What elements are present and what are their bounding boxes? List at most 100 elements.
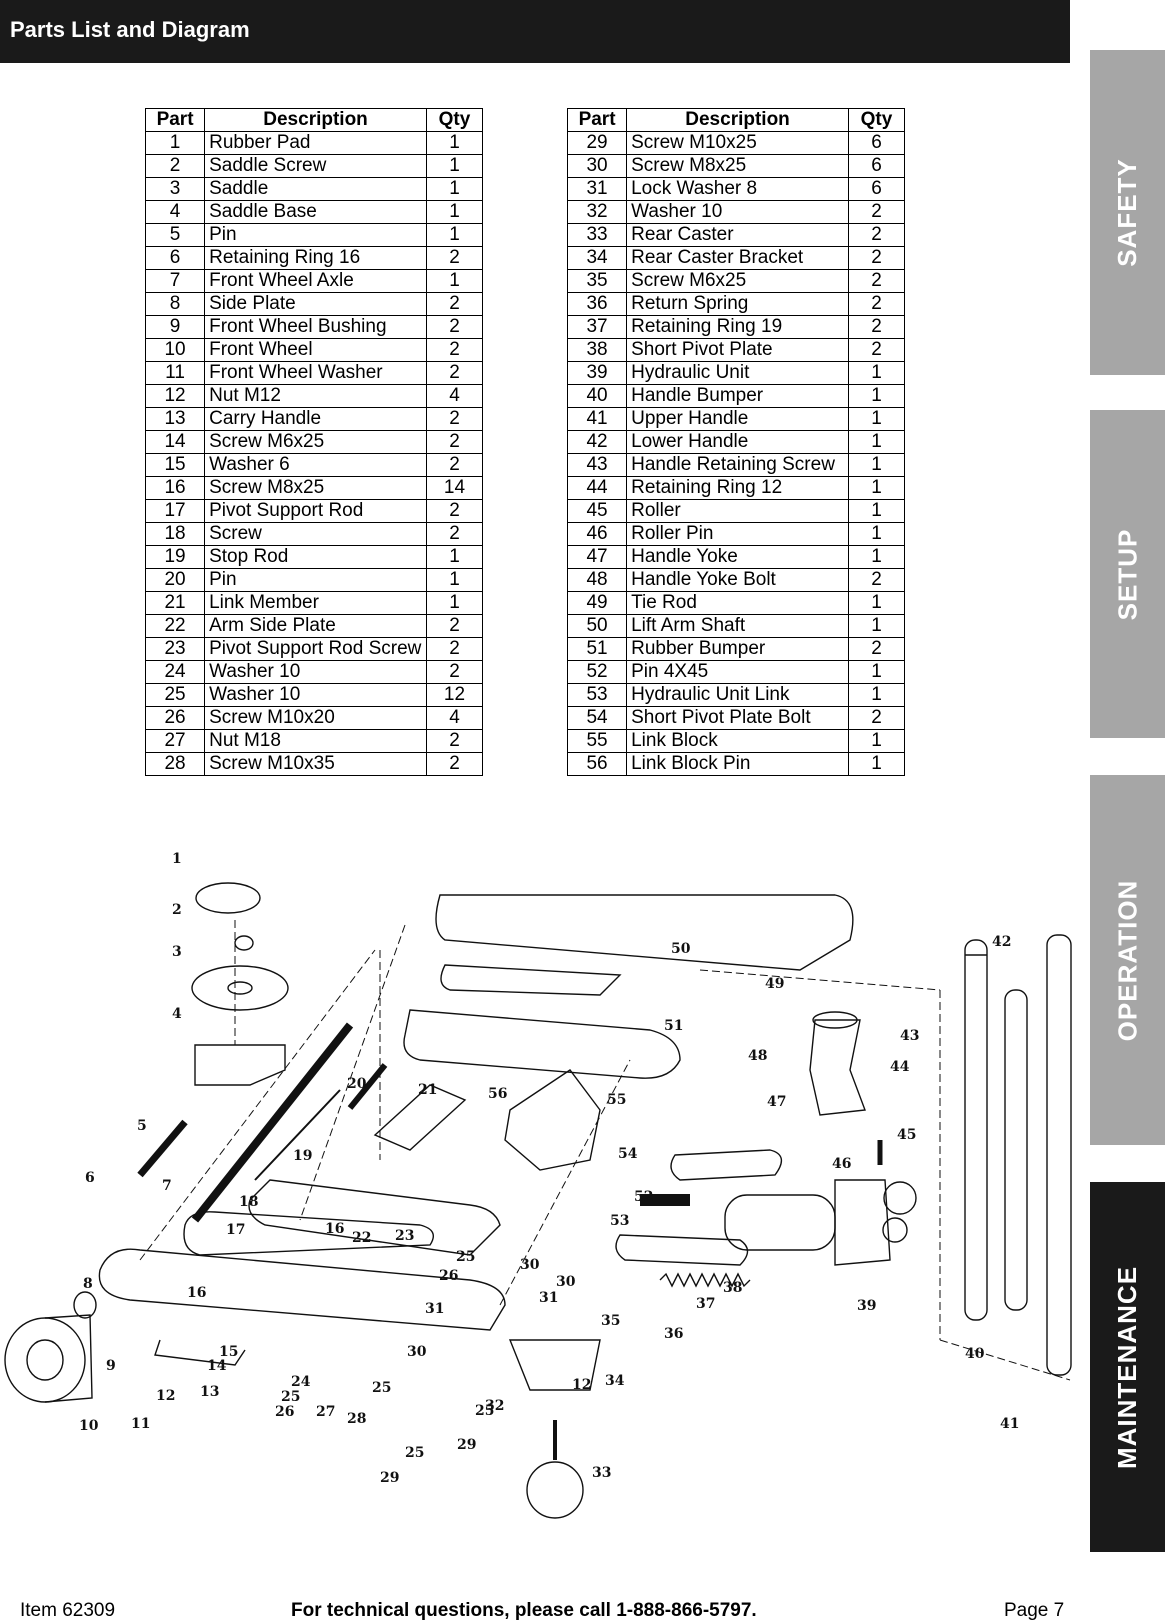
part-qty: 14 xyxy=(425,476,484,500)
part-number: 50 xyxy=(566,614,628,638)
part-qty: 2 xyxy=(425,315,484,339)
tab-setup[interactable]: SETUP xyxy=(1090,410,1165,738)
tab-maintenance[interactable]: MAINTENANCE xyxy=(1090,1182,1165,1552)
part-number: 45 xyxy=(566,499,628,523)
part-qty: 1 xyxy=(425,131,484,155)
part-number: 54 xyxy=(566,706,628,730)
part-description: Front Wheel Axle xyxy=(204,269,427,293)
part-description: Front Wheel xyxy=(204,338,427,362)
part-description: Nut M12 xyxy=(204,384,427,408)
callout-25a: 25 xyxy=(456,1249,475,1265)
callout-6: 6 xyxy=(85,1170,95,1186)
part-number: 34 xyxy=(566,246,628,270)
part-number: 2 xyxy=(144,154,206,178)
part-qty: 1 xyxy=(847,407,906,431)
part-number: 36 xyxy=(566,292,628,316)
callout-33: 33 xyxy=(592,1465,611,1481)
part-number: 13 xyxy=(144,407,206,431)
part-description: Lift Arm Shaft xyxy=(626,614,849,638)
part-number: 27 xyxy=(144,729,206,753)
part-description: Link Block xyxy=(626,729,849,753)
part-description: Screw M6x25 xyxy=(626,269,849,293)
callout-50: 50 xyxy=(671,941,691,957)
part-description: Retaining Ring 16 xyxy=(204,246,427,270)
part-description: Saddle Screw xyxy=(204,154,427,178)
callout-42: 42 xyxy=(992,934,1011,950)
part-description: Rear Caster xyxy=(626,223,849,247)
header-description: Description xyxy=(626,108,849,132)
callout-43: 43 xyxy=(900,1028,919,1044)
part-description: Saddle xyxy=(204,177,427,201)
part-number: 30 xyxy=(566,154,628,178)
part-description: Handle Yoke xyxy=(626,545,849,569)
callout-8: 8 xyxy=(83,1276,93,1292)
callout-56: 56 xyxy=(488,1086,507,1102)
part-number: 22 xyxy=(144,614,206,638)
part-description: Washer 10 xyxy=(204,683,427,707)
callout-53: 53 xyxy=(610,1213,629,1229)
callout-49: 49 xyxy=(765,976,784,992)
part-qty: 1 xyxy=(847,384,906,408)
callout-22: 22 xyxy=(352,1230,371,1246)
part-number: 8 xyxy=(144,292,206,316)
part-number: 19 xyxy=(144,545,206,569)
callout-5: 5 xyxy=(137,1118,147,1134)
part-number: 17 xyxy=(144,499,206,523)
tab-safety[interactable]: SAFETY xyxy=(1090,50,1165,375)
part-number: 43 xyxy=(566,453,628,477)
part-description: Handle Retaining Screw xyxy=(626,453,849,477)
part-number: 46 xyxy=(566,522,628,546)
part-description: Link Block Pin xyxy=(626,752,849,776)
part-description: Hydraulic Unit xyxy=(626,361,849,385)
part-qty: 2 xyxy=(847,338,906,362)
callout-52: 52 xyxy=(634,1189,653,1205)
callout-47: 47 xyxy=(767,1094,786,1110)
part-description: Lock Washer 8 xyxy=(626,177,849,201)
callout-54: 54 xyxy=(618,1146,638,1162)
callout-34: 34 xyxy=(605,1373,625,1389)
callout-32: 32 xyxy=(485,1398,504,1414)
footer-item-number: Item 62309 xyxy=(20,1600,116,1621)
callout-13: 13 xyxy=(200,1384,219,1400)
part-number: 1 xyxy=(144,131,206,155)
part-qty: 2 xyxy=(425,407,484,431)
part-description: Handle Yoke Bolt xyxy=(626,568,849,592)
part-qty: 1 xyxy=(847,430,906,454)
callout-11: 11 xyxy=(131,1416,150,1432)
tab-operation[interactable]: OPERATION xyxy=(1090,775,1165,1145)
part-qty: 2 xyxy=(847,223,906,247)
footer-help-text: For technical questions, please call 1-8… xyxy=(291,1600,757,1621)
callout-25d: 25 xyxy=(405,1445,424,1461)
part-number: 40 xyxy=(566,384,628,408)
header-part: Part xyxy=(144,108,206,132)
tab-safety-label: SAFETY xyxy=(1112,158,1143,267)
part-qty: 1 xyxy=(425,545,484,569)
part-number: 16 xyxy=(144,476,206,500)
part-qty: 2 xyxy=(847,269,906,293)
callout-48: 48 xyxy=(748,1048,767,1064)
callout-12b: 12 xyxy=(572,1377,591,1393)
part-qty: 1 xyxy=(847,545,906,569)
part-number: 15 xyxy=(144,453,206,477)
part-qty: 1 xyxy=(847,361,906,385)
part-description: Front Wheel Washer xyxy=(204,361,427,385)
header-qty: Qty xyxy=(847,108,906,132)
